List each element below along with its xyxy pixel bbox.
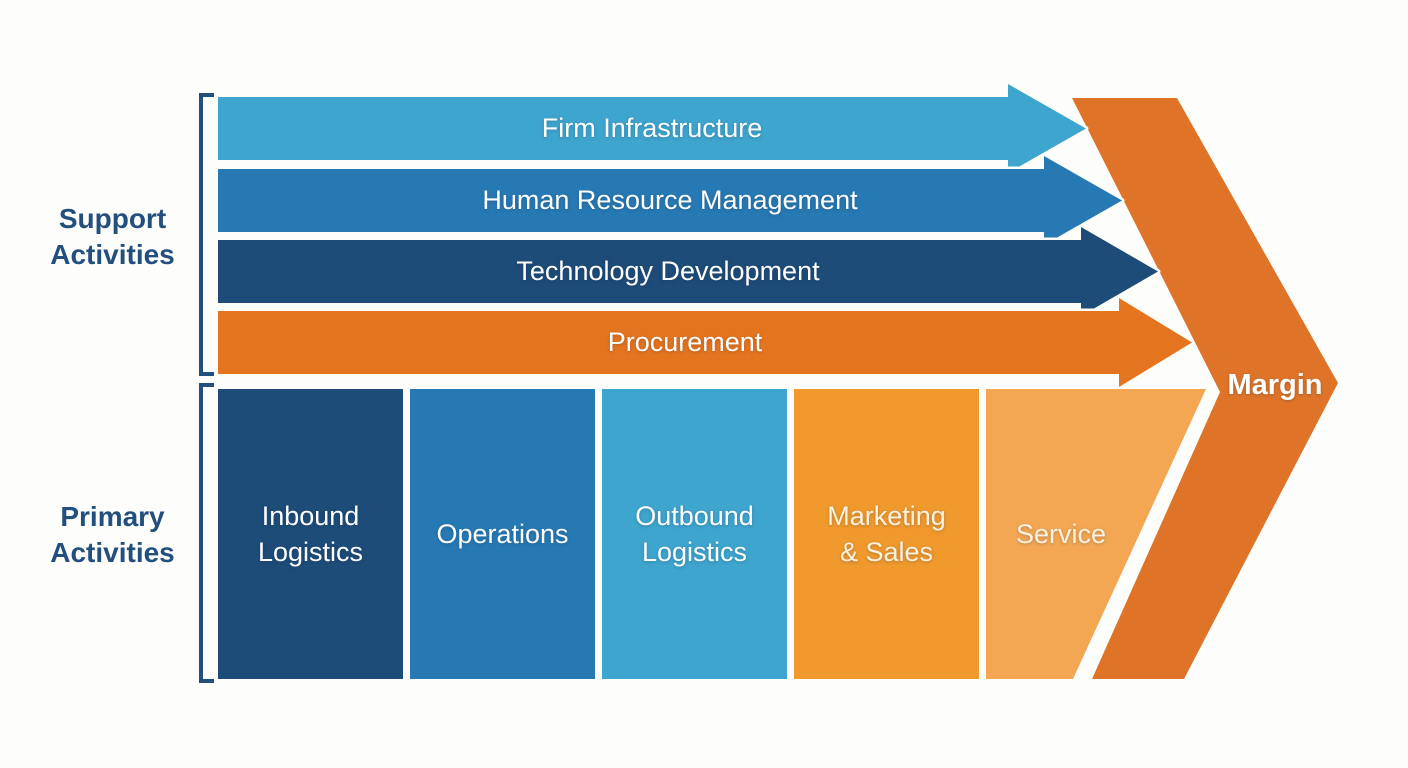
primary-activities-label: Primary Activities xyxy=(50,501,175,568)
procurement-arrow xyxy=(215,295,1195,390)
inbound-logistics-block xyxy=(218,389,403,679)
technology-development-label: Technology Development xyxy=(516,256,820,286)
human-resource-management-arrow xyxy=(215,153,1125,248)
firm-infrastructure-arrow xyxy=(215,81,1089,176)
outbound-logistics-label: Outbound Logistics xyxy=(635,501,754,567)
marketing-sales-label: Marketing & Sales xyxy=(827,501,946,567)
outbound-logistics-block xyxy=(602,389,787,679)
margin-chevron xyxy=(1072,98,1338,679)
support-activities-bracket xyxy=(199,93,214,376)
operations-block xyxy=(410,389,595,679)
firm-infrastructure-label: Firm Infrastructure xyxy=(541,113,763,143)
primary-activities-bracket xyxy=(199,383,214,683)
procurement-label: Procurement xyxy=(607,327,763,357)
service-block xyxy=(986,389,1206,679)
service-label: Service xyxy=(1015,519,1107,549)
operations-label: Operations xyxy=(436,519,569,549)
margin-label: Margin xyxy=(1227,369,1323,401)
marketing-sales-block xyxy=(794,389,979,679)
support-activities-label: Support Activities xyxy=(50,203,175,270)
technology-development-arrow xyxy=(215,224,1161,319)
inbound-logistics-label: Inbound Logistics xyxy=(257,501,364,567)
human-resource-management-label: Human Resource Management xyxy=(482,185,858,215)
